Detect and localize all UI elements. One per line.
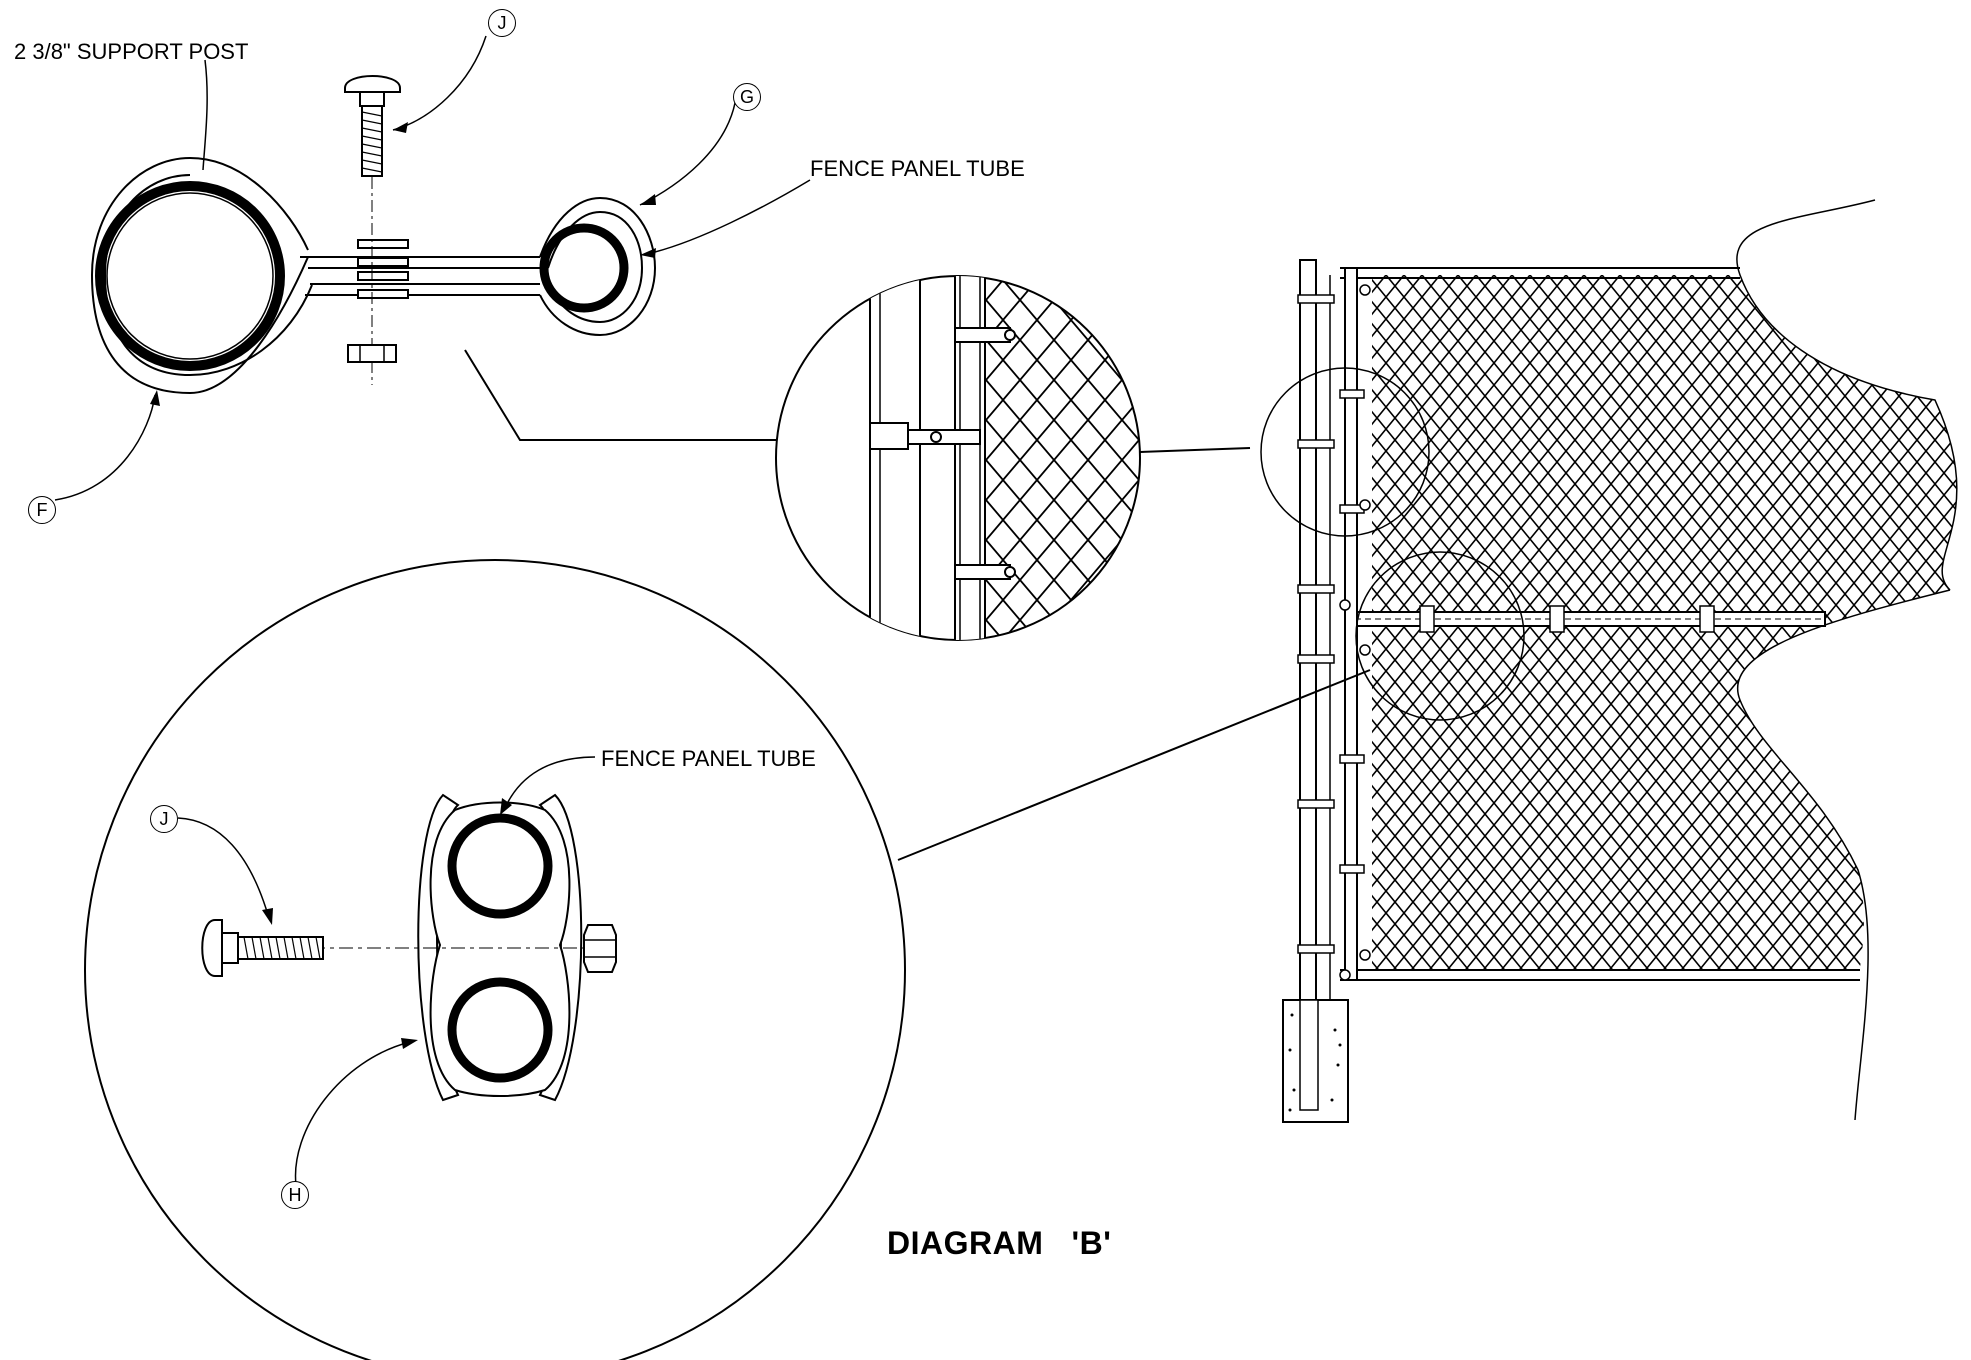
fence-panel-tube-label-bottom: FENCE PANEL TUBE bbox=[601, 746, 816, 771]
fence-panel-tube-label-top: FENCE PANEL TUBE bbox=[810, 156, 1025, 181]
nut-top bbox=[347, 344, 397, 363]
enlarged-detail-view bbox=[775, 275, 1251, 641]
support-post-circle bbox=[95, 181, 285, 371]
post-clamp-band bbox=[90, 156, 309, 395]
callout-j-bottom: J bbox=[150, 805, 178, 833]
callout-h: H bbox=[281, 1181, 309, 1209]
top-clamp-detail bbox=[54, 35, 868, 501]
nut-bottom bbox=[583, 924, 617, 973]
fence-panel-tube-upper bbox=[447, 813, 553, 919]
fence-panel-tube-lower bbox=[447, 977, 553, 1083]
support-post-label: 2 3/8" SUPPORT POST bbox=[14, 39, 249, 64]
callout-j-top: J bbox=[488, 9, 516, 37]
callout-f: F bbox=[28, 496, 56, 524]
diagram-title: DIAGRAM 'B' bbox=[887, 1225, 1112, 1261]
callout-g: G bbox=[733, 83, 761, 111]
carriage-bolt-head-top bbox=[344, 75, 401, 93]
fence-panel-tube-circle bbox=[539, 223, 629, 313]
carriage-bolt-head-bottom bbox=[201, 919, 223, 977]
large-detail-view bbox=[84, 559, 906, 1360]
